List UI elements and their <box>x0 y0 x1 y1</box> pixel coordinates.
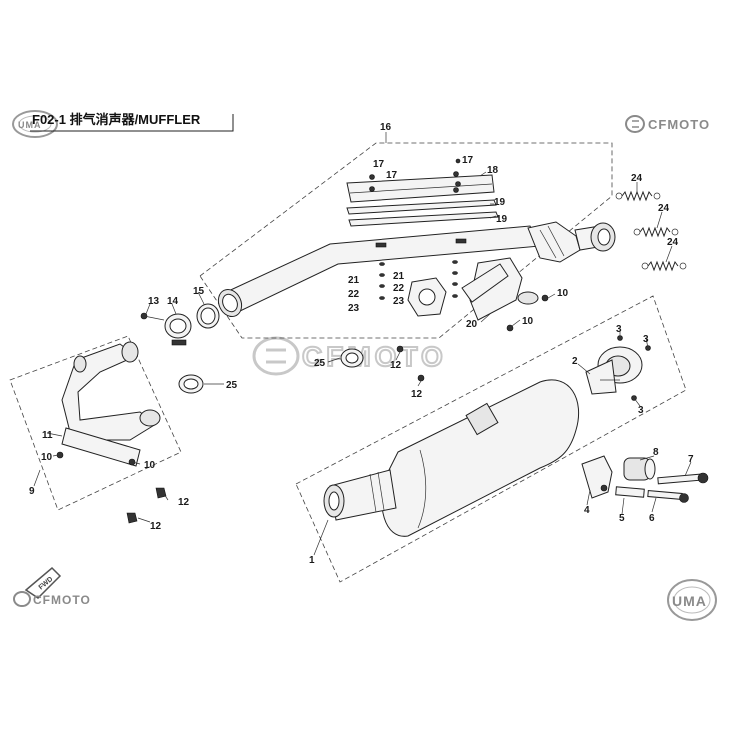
callout-19: 19 <box>496 214 508 225</box>
callout-24: 24 <box>658 203 670 214</box>
brand-right: CFMOTO <box>648 117 710 132</box>
callout-23: 23 <box>393 296 405 307</box>
callout-3: 3 <box>616 324 622 335</box>
callout-7: 7 <box>688 454 694 465</box>
page-title: F02-1 排气消声器/MUFFLER <box>32 112 201 127</box>
callout-12: 12 <box>150 521 162 532</box>
gasket-ring <box>178 374 204 394</box>
callout-14: 14 <box>167 296 179 307</box>
callout-22: 22 <box>348 289 360 300</box>
shield-bolt-group <box>369 158 461 193</box>
callout-6: 6 <box>649 513 655 524</box>
uma-logo-text: UMA <box>18 120 42 130</box>
nut-icon <box>417 374 425 382</box>
callout-10: 10 <box>41 452 53 463</box>
callout-25: 25 <box>226 380 238 391</box>
gasket-ring <box>340 348 364 368</box>
callout-3: 3 <box>643 334 649 345</box>
callout-13: 13 <box>148 296 160 307</box>
callout-1: 1 <box>309 555 315 566</box>
mount-bolt-long <box>657 472 709 485</box>
callout-15: 15 <box>193 286 205 297</box>
footer: FWD CFMOTO UMA <box>13 566 717 621</box>
uma-logo-icon: UMA <box>12 110 58 138</box>
springs <box>615 190 687 272</box>
shield-gasket-upper <box>346 199 497 215</box>
callout-10: 10 <box>522 316 534 327</box>
brand-left: CFMOTO <box>33 593 91 607</box>
callout-11: 11 <box>42 430 53 441</box>
callout-16: 16 <box>380 122 392 133</box>
uma-logo-text: UMA <box>672 593 707 609</box>
shield-gasket-lower <box>348 211 499 227</box>
title-underline <box>30 114 234 132</box>
callout-10: 10 <box>557 288 569 299</box>
pipe-clamp <box>164 313 192 346</box>
callout-8: 8 <box>653 447 659 458</box>
nut-icon <box>396 345 404 353</box>
callout-12: 12 <box>411 389 423 400</box>
uma-logo-icon: UMA <box>667 579 717 621</box>
mount-bolt-short <box>647 489 689 503</box>
group-9-outline <box>9 335 182 511</box>
group-1-outline <box>295 295 687 583</box>
callout-20: 20 <box>466 319 478 330</box>
callout-23: 23 <box>348 303 360 314</box>
callout-2: 2 <box>572 356 578 367</box>
group-16-outline <box>199 142 613 339</box>
sensor-flange-plate <box>407 277 447 317</box>
callout-5: 5 <box>619 513 625 524</box>
header: UMA F02-1 排气消声器/MUFFLER CFMOTO <box>12 110 710 138</box>
front-header-pipe <box>61 341 161 467</box>
cfmoto-logo-icon <box>625 115 645 133</box>
bolt-icon <box>506 324 514 332</box>
callout-9: 9 <box>29 486 35 497</box>
mount-bracket <box>581 455 613 499</box>
callout-17: 17 <box>462 155 474 166</box>
callout-21: 21 <box>348 275 360 286</box>
center-watermark: CFMOTO <box>252 336 447 376</box>
mount-sleeve <box>615 486 645 498</box>
leader-lines <box>33 132 692 556</box>
callout-12: 12 <box>178 497 190 508</box>
heat-shield <box>346 174 495 203</box>
nut-icon <box>126 512 138 524</box>
callout-25: 25 <box>314 358 326 369</box>
rubber-bushing <box>623 457 656 481</box>
cfmoto-logo-icon <box>13 591 31 607</box>
callout-17: 17 <box>386 170 398 181</box>
watermark-text: CFMOTO <box>302 341 447 372</box>
callout-12: 12 <box>390 360 402 371</box>
nut-icon <box>155 487 167 499</box>
muffler-end-cap <box>585 346 643 395</box>
callout-17: 17 <box>373 159 385 170</box>
bolt-icon <box>541 294 549 302</box>
muffler-body <box>323 379 580 537</box>
callout-24: 24 <box>667 237 679 248</box>
callout-3: 3 <box>638 405 644 416</box>
callout-24: 24 <box>631 173 643 184</box>
callout-19: 19 <box>494 197 506 208</box>
callout-21: 21 <box>393 271 405 282</box>
callout-labels: 1 2 3 3 3 4 5 6 7 8 9 10 10 10 10 11 12 … <box>29 122 694 566</box>
callout-4: 4 <box>584 505 590 516</box>
callout-22: 22 <box>393 283 405 294</box>
washer-stack <box>379 260 458 300</box>
pipe-sleeve <box>196 303 220 329</box>
callout-18: 18 <box>487 165 499 176</box>
rear-exhaust-pipe <box>217 221 616 321</box>
callout-10: 10 <box>144 460 156 471</box>
